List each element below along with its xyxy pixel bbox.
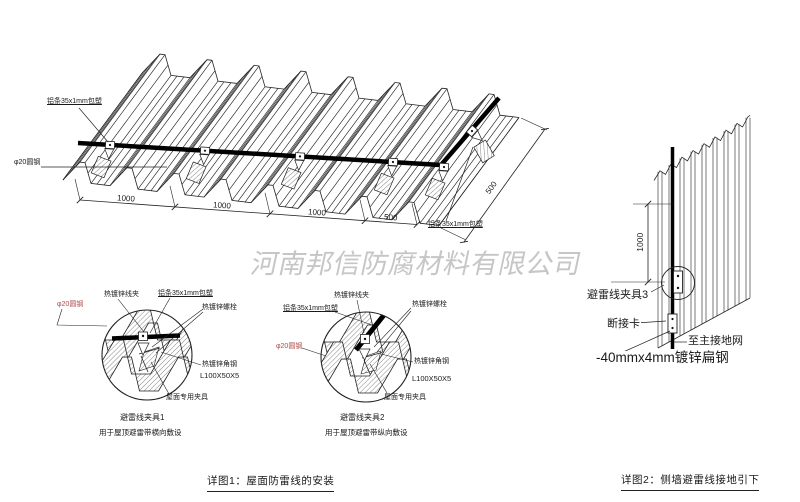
roof-drawing bbox=[62, 53, 520, 226]
d1-angle-size-label: L100X50X5 bbox=[200, 371, 240, 380]
d1-fixture-label: 屋面专用夹具 bbox=[166, 394, 208, 401]
wall-drawing bbox=[653, 115, 751, 349]
lightning-wire bbox=[77, 96, 501, 201]
d2-bolt-label: 热镀锌螺栓 bbox=[412, 301, 447, 308]
d2-clamp-label: 热镀锌线夹 bbox=[334, 292, 369, 299]
roof-strip-label-bottom: 铝条35x1mm包塑 bbox=[428, 221, 483, 228]
detail-circle bbox=[320, 311, 412, 403]
detail-circle bbox=[101, 309, 193, 401]
d1-strip-label: 铝条35x1mm包塑 bbox=[158, 290, 213, 297]
roof-strip-label-top: 铝条35x1mm包塑 bbox=[47, 98, 102, 105]
roof-leaders bbox=[41, 107, 474, 222]
dim-1000-b: 1000 bbox=[212, 200, 232, 211]
figure2-caption: 详图2：侧墙避雷线接地引下 bbox=[621, 472, 760, 491]
d2-rod-label: φ20圆钢 bbox=[276, 343, 303, 350]
wall-dim-1000: 1000 bbox=[635, 232, 646, 252]
roof-right-dimension bbox=[440, 117, 549, 244]
detail1-leaders bbox=[56, 297, 204, 395]
roof-bottom-dimension bbox=[74, 178, 421, 229]
wall-ground-label: 至主接地网 bbox=[687, 335, 744, 347]
d1-bolt-label: 热镀锌螺栓 bbox=[202, 304, 237, 311]
figure1-caption: 详图1：屋面防雷线的安装 bbox=[207, 473, 335, 492]
wall-dimension bbox=[611, 200, 673, 286]
d2-angle-size-label: L100X50X5 bbox=[412, 374, 452, 383]
d1-clamp-label: 热镀锌线夹 bbox=[104, 291, 139, 298]
d2-strip-label: 铝条35x1mm包塑 bbox=[283, 305, 338, 312]
d2-subtitle: 用于屋顶避雷带纵向敷设 bbox=[325, 428, 408, 437]
wall-flat-steel-label: -40mmx4mm镀锌扁钢 bbox=[595, 350, 730, 365]
wall-disconnect-label: 断接卡 bbox=[606, 318, 641, 330]
d2-title: 避雷线夹具2 bbox=[340, 413, 385, 422]
d1-subtitle: 用于屋顶避雷带横向敷设 bbox=[99, 428, 182, 437]
dim-500-bottom: 500 bbox=[383, 212, 398, 223]
d1-title: 避雷线夹具1 bbox=[120, 413, 165, 422]
d1-rod-label: φ20圆钢 bbox=[57, 301, 84, 308]
roof-rod-label: φ20圆钢 bbox=[14, 159, 41, 166]
wall-leaders bbox=[620, 284, 688, 354]
d1-angle-label: 热镀锌角钢 bbox=[202, 361, 237, 368]
wall-wire bbox=[661, 147, 695, 349]
d2-fixture-label: 屋面专用夹具 bbox=[384, 394, 426, 401]
d2-angle-label: 热镀锌角钢 bbox=[414, 358, 449, 365]
dim-1000-a: 1000 bbox=[116, 193, 136, 204]
detail2-leaders bbox=[301, 299, 414, 394]
dim-1000-c: 1000 bbox=[307, 207, 327, 218]
wall-clamp-label: 避雷线夹具3 bbox=[586, 289, 650, 301]
